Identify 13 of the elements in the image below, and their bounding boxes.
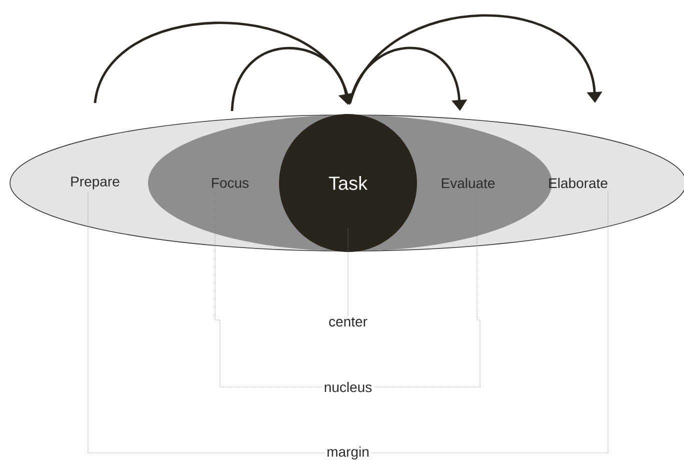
zone-label: center [329, 317, 368, 327]
zone-label: margin [328, 446, 368, 460]
stage-label: Prepare [71, 176, 120, 190]
stage-label: Elaborate [549, 178, 608, 188]
curved-arrow [348, 14, 602, 104]
leader-line [88, 191, 325, 454]
stage-label: Focus [212, 178, 249, 188]
leader-line [374, 190, 480, 388]
leader-line [214, 190, 322, 388]
leader-line [371, 190, 608, 454]
stage-label: Evaluate [442, 178, 495, 188]
zone-label: nucleus [324, 382, 372, 392]
curved-arrow [230, 47, 354, 112]
